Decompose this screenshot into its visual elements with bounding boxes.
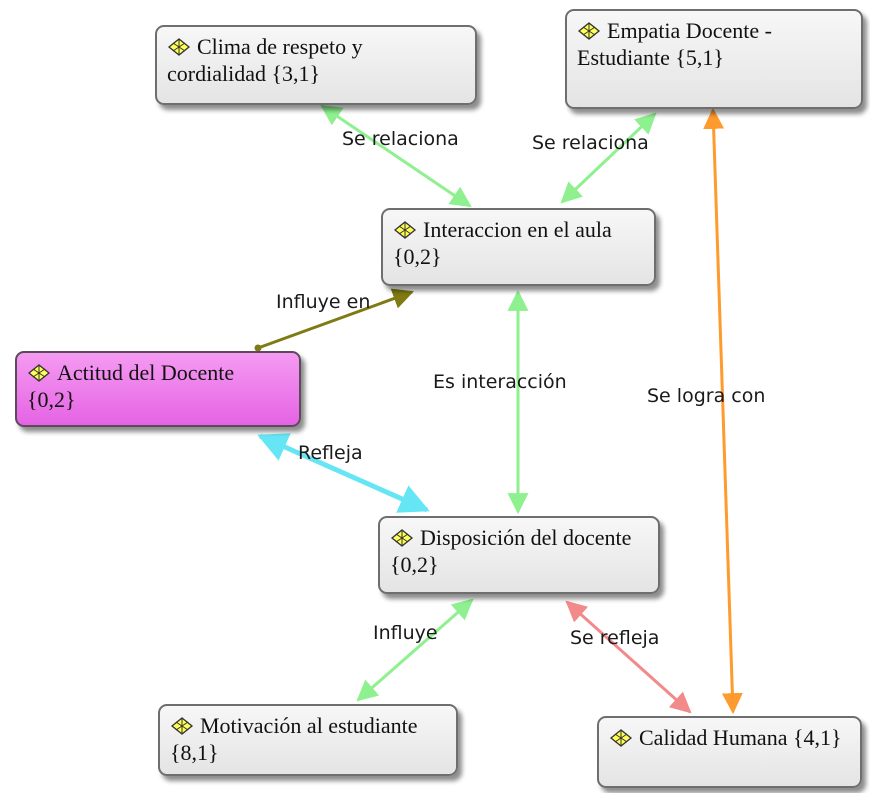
edge-label-disposicion-motivacion: Influye bbox=[373, 622, 438, 644]
concept-icon bbox=[167, 38, 191, 56]
node-calidad[interactable]: Calidad Humana {4,1} bbox=[597, 716, 862, 788]
edge-empatia-calidad bbox=[703, 107, 743, 715]
concept-icon bbox=[170, 717, 194, 735]
edge-label-clima-interaccion: Se relaciona bbox=[342, 128, 459, 150]
edge-label-actitud-disposicion: Refleja bbox=[298, 442, 363, 464]
node-clima[interactable]: Clima de respeto y cordialidad {3,1} bbox=[155, 25, 477, 105]
concept-icon bbox=[393, 221, 417, 239]
node-empatia-label: Empatia Docente - Estudiante {5,1} bbox=[577, 18, 772, 70]
edge-clima-interaccion bbox=[320, 104, 472, 208]
node-calidad-label: Calidad Humana {4,1} bbox=[639, 725, 842, 750]
concept-icon bbox=[609, 729, 633, 747]
node-empatia[interactable]: Empatia Docente - Estudiante {5,1} bbox=[565, 9, 863, 109]
edge-disposicion-motivacion bbox=[356, 598, 474, 702]
edge-label-empatia-calidad: Se logra con bbox=[647, 385, 766, 407]
concept-icon bbox=[27, 364, 51, 382]
edge-label-actitud-interaccion: Influye en bbox=[276, 291, 371, 313]
edge-actitud-interaccion-start bbox=[254, 344, 262, 352]
node-motivacion[interactable]: Motivación al estudiante {8,1} bbox=[158, 704, 458, 776]
node-disposicion[interactable]: Disposición del docente {0,2} bbox=[378, 516, 660, 594]
node-motivacion-label: Motivación al estudiante {8,1} bbox=[170, 713, 418, 765]
node-actitud-label: Actitud del Docente {0,2} bbox=[27, 360, 235, 412]
edge-actitud-disposicion bbox=[257, 433, 430, 513]
edge-label-empatia-interaccion: Se relaciona bbox=[532, 132, 649, 154]
edge-label-interaccion-disposicion: Es interacción bbox=[433, 371, 567, 393]
concept-icon bbox=[577, 22, 601, 40]
edge-label-disposicion-calidad: Se refleja bbox=[570, 627, 660, 649]
node-actitud[interactable]: Actitud del Docente {0,2} bbox=[15, 351, 301, 427]
node-disposicion-label: Disposición del docente {0,2} bbox=[390, 525, 632, 577]
edge-actitud-interaccion bbox=[257, 288, 414, 350]
concept-icon bbox=[390, 529, 414, 547]
node-interaccion[interactable]: Interaccion en el aula {0,2} bbox=[381, 208, 656, 286]
node-interaccion-label: Interaccion en el aula {0,2} bbox=[393, 217, 612, 269]
edge-disposicion-calidad bbox=[565, 600, 692, 714]
node-clima-label: Clima de respeto y cordialidad {3,1} bbox=[167, 34, 363, 86]
edge-empatia-interaccion bbox=[560, 112, 657, 204]
